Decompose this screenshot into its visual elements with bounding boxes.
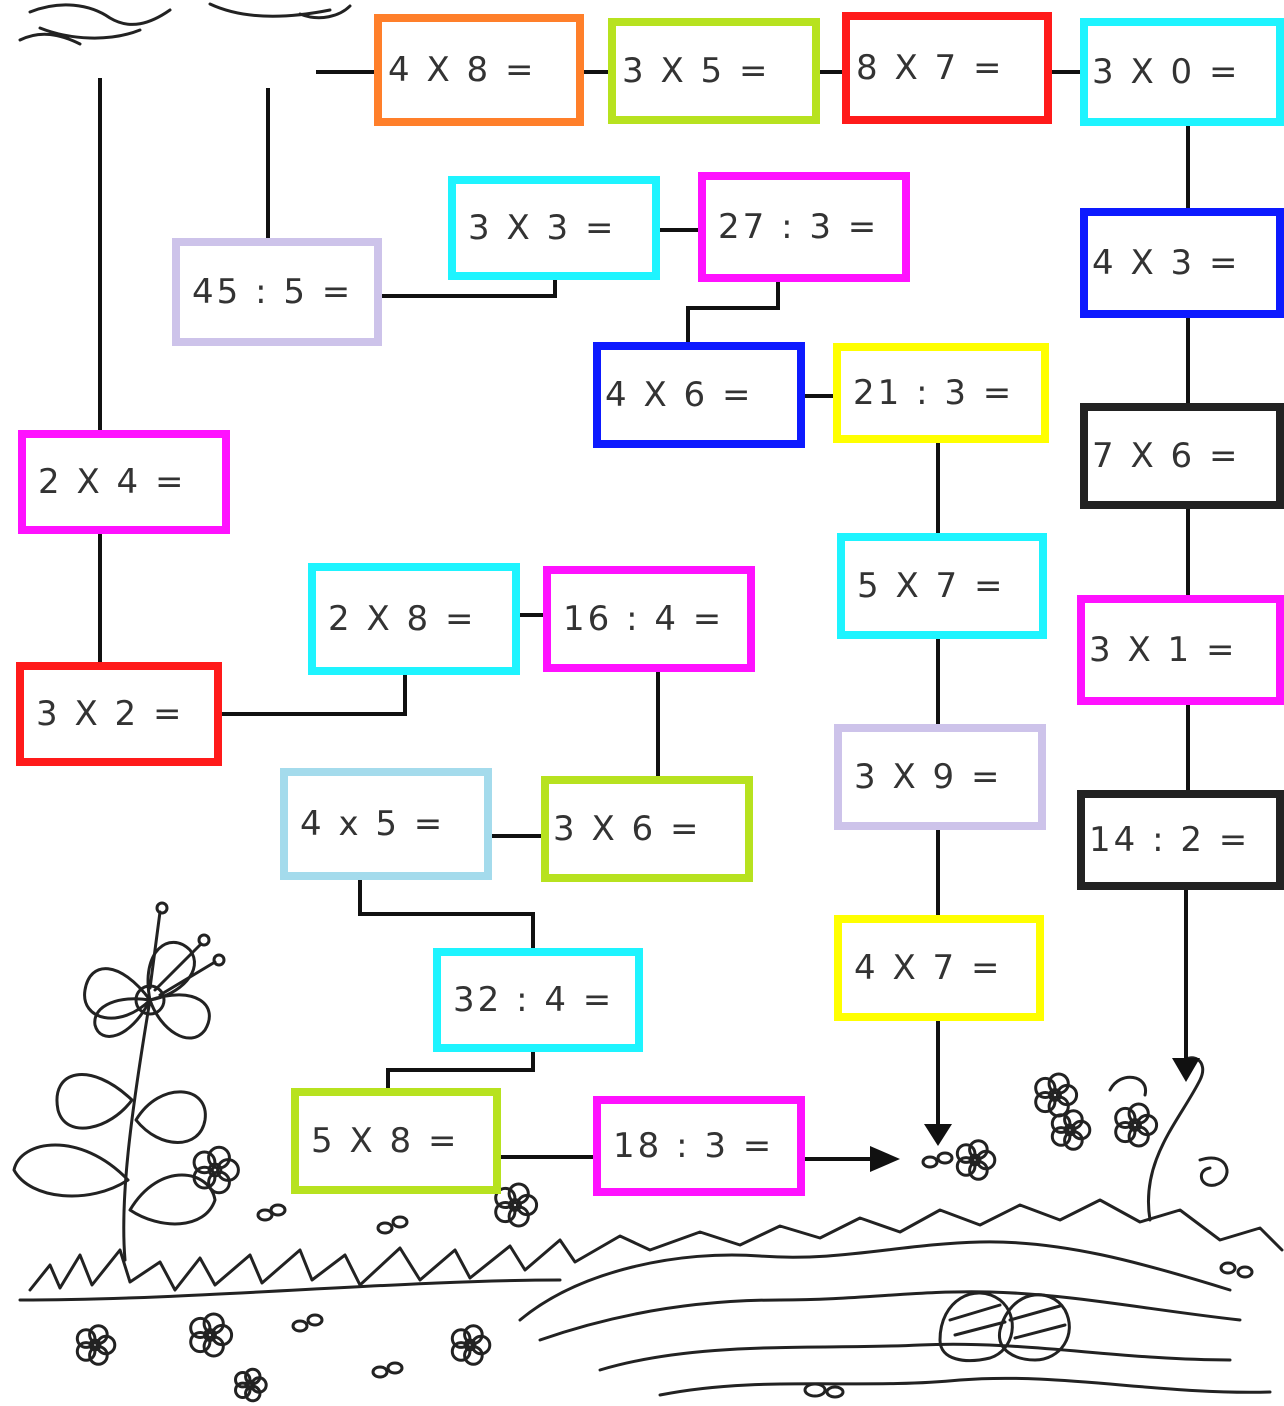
equation-text: 4 x 5 = — [300, 804, 445, 844]
connector-line — [382, 280, 555, 296]
equation-box-3x1: 3 X 1 = — [1077, 595, 1284, 705]
equation-box-14div2: 14 : 2 = — [1077, 790, 1284, 890]
equation-box-45div5: 45 : 5 = — [172, 238, 382, 346]
connector-line — [360, 880, 533, 948]
equation-box-3x3: 3 X 3 = — [448, 176, 660, 280]
equation-box-3x6: 3 X 6 = — [541, 776, 753, 882]
equation-text: 7 X 6 = — [1092, 436, 1240, 476]
equation-text: 18 : 3 = — [613, 1126, 774, 1166]
equation-text: 3 X 1 = — [1089, 630, 1237, 670]
arrow-head — [924, 1124, 952, 1146]
equation-box-4x8: 4 X 8 = — [374, 14, 584, 126]
equation-text: 4 X 7 = — [854, 948, 1002, 988]
equation-text: 5 X 8 = — [311, 1121, 459, 1161]
equation-text: 32 : 4 = — [453, 980, 614, 1020]
equation-box-4x5: 4 x 5 = — [280, 768, 492, 880]
equation-text: 2 X 4 = — [38, 462, 186, 502]
equation-text: 5 X 7 = — [857, 566, 1005, 606]
equation-text: 3 X 0 = — [1092, 52, 1240, 92]
equation-box-2x4: 2 X 4 = — [18, 430, 230, 534]
equation-box-5x7: 5 X 7 = — [837, 533, 1047, 639]
equation-text: 27 : 3 = — [718, 207, 879, 247]
equation-box-3x2: 3 X 2 = — [16, 662, 222, 766]
equation-box-8x7: 8 X 7 = — [842, 12, 1052, 124]
equation-box-18div3: 18 : 3 = — [593, 1096, 805, 1196]
equation-box-2x8: 2 X 8 = — [308, 563, 520, 675]
equation-text: 21 : 3 = — [853, 373, 1014, 413]
equation-text: 8 X 7 = — [856, 48, 1004, 88]
equation-box-3x9: 3 X 9 = — [834, 724, 1046, 830]
equation-box-32div4: 32 : 4 = — [433, 948, 643, 1052]
equation-box-5x8: 5 X 8 = — [291, 1088, 501, 1194]
equation-box-7x6: 7 X 6 = — [1080, 403, 1284, 509]
equation-text: 4 X 3 = — [1092, 243, 1240, 283]
equation-text: 14 : 2 = — [1089, 820, 1250, 860]
equation-box-3x0: 3 X 0 = — [1080, 18, 1284, 126]
equation-text: 4 X 6 = — [605, 375, 753, 415]
arrow-head — [1172, 1058, 1200, 1082]
equation-box-4x7: 4 X 7 = — [834, 915, 1044, 1021]
equation-text: 3 X 5 = — [622, 51, 770, 91]
equation-box-27div3: 27 : 3 = — [698, 172, 910, 282]
equation-text: 4 X 8 = — [388, 50, 536, 90]
equation-text: 3 X 6 = — [553, 809, 701, 849]
equation-box-4x6: 4 X 6 = — [593, 342, 805, 448]
equation-box-16div4: 16 : 4 = — [543, 566, 755, 672]
arrow-head — [870, 1146, 900, 1172]
equation-text: 45 : 5 = — [192, 272, 353, 312]
equation-text: 3 X 3 = — [468, 208, 616, 248]
connector-line — [388, 1052, 533, 1088]
connector-line — [222, 675, 405, 714]
equation-box-4x3: 4 X 3 = — [1080, 208, 1284, 318]
equation-box-3x5: 3 X 5 = — [608, 18, 820, 124]
equation-text: 16 : 4 = — [563, 599, 724, 639]
equation-text: 2 X 8 = — [328, 599, 476, 639]
connector-line — [688, 282, 778, 342]
equation-text: 3 X 2 = — [36, 694, 184, 734]
equation-box-21div3: 21 : 3 = — [833, 343, 1049, 443]
equation-text: 3 X 9 = — [854, 757, 1002, 797]
